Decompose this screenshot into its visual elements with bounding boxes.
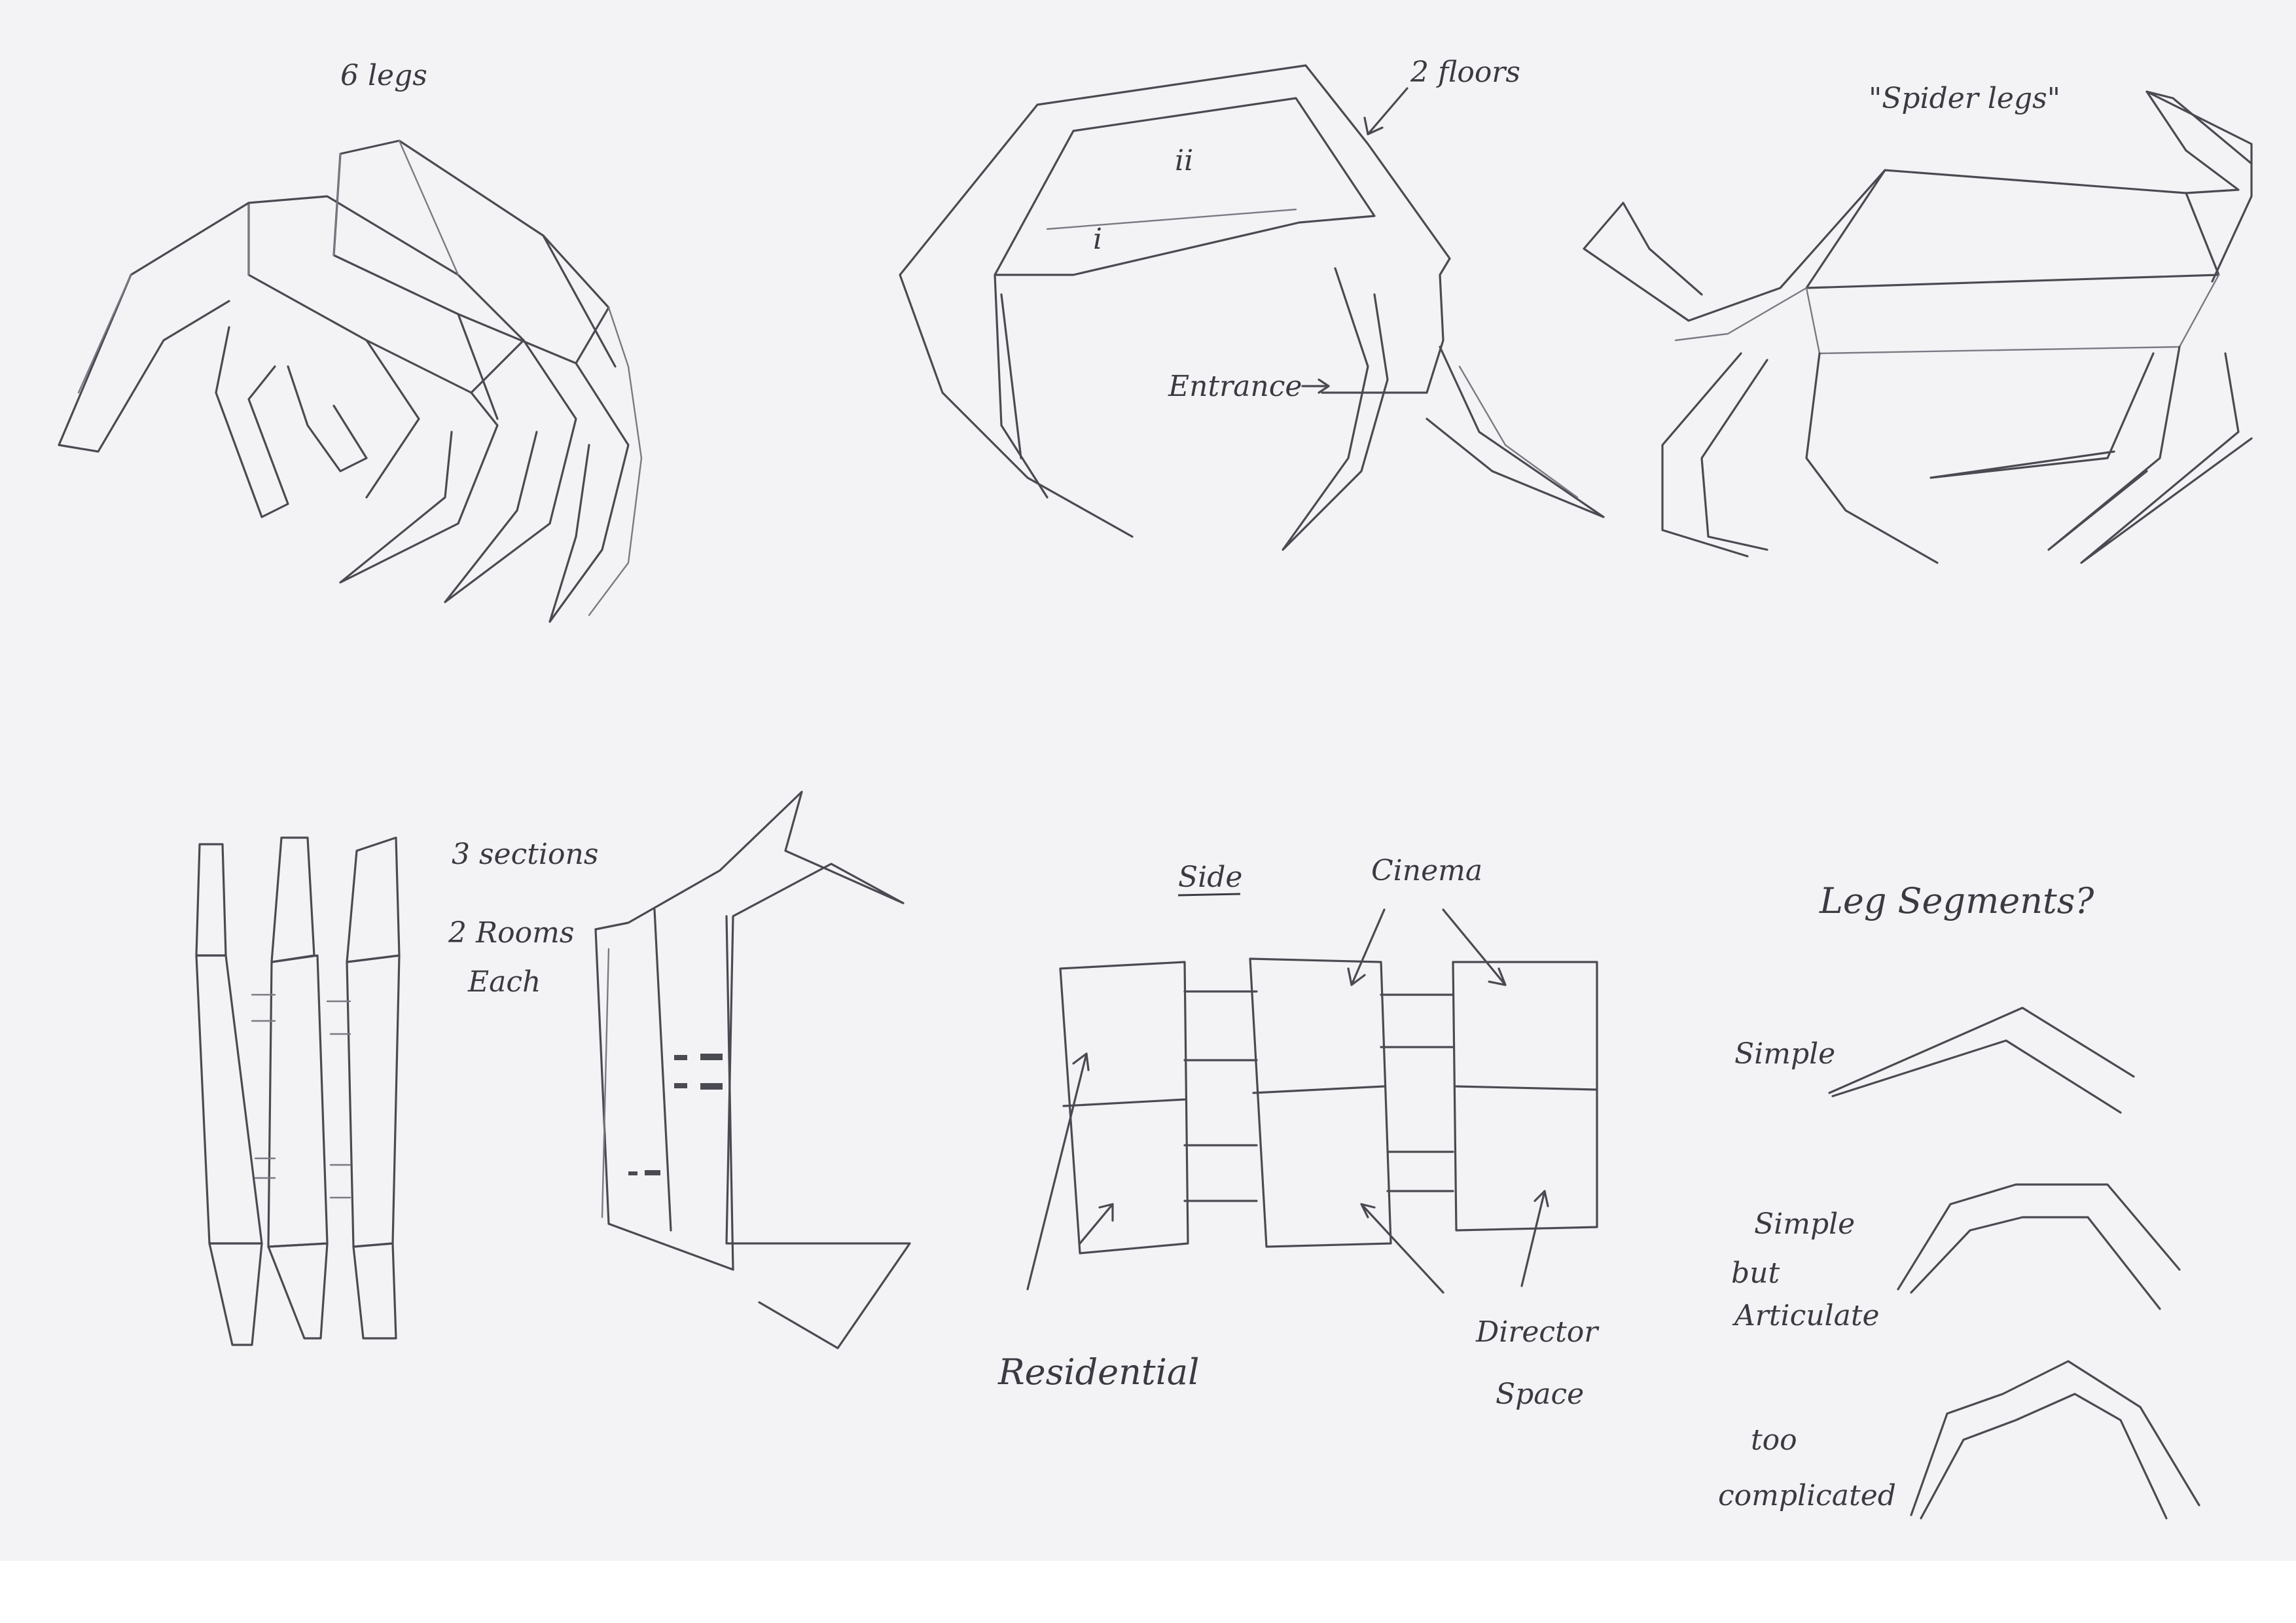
- label-two-rooms: 2 Rooms: [448, 916, 574, 950]
- label-spider-legs: "Spider legs": [1869, 82, 2060, 115]
- six-legs-sketch: 6 legs: [59, 59, 641, 622]
- label-two-floors: 2 floors: [1410, 56, 1520, 89]
- label-floor-one: i: [1093, 223, 1102, 256]
- spider-legs-sketch: "Spider legs": [1584, 82, 2251, 563]
- label-simple: Simple: [1734, 1037, 1835, 1071]
- label-too: too: [1751, 1423, 1797, 1457]
- label-but: but: [1731, 1257, 1780, 1290]
- label-cinema: Cinema: [1371, 854, 1482, 887]
- label-each: Each: [467, 965, 541, 999]
- label-side: Side: [1178, 861, 1242, 894]
- scan-edge: [0, 1561, 2296, 1623]
- side-elevation-sketch: [596, 792, 910, 1348]
- leg-segments-sketch: Leg Segments? Simple Simple but Articula…: [1718, 880, 2199, 1518]
- label-floor-two: ii: [1175, 144, 1193, 177]
- label-entrance: Entrance: [1168, 370, 1302, 403]
- side-section-sketch: Side Cinema Residential Director Space: [997, 854, 1600, 1411]
- label-space: Space: [1496, 1378, 1584, 1411]
- label-complicated: complicated: [1718, 1479, 1896, 1512]
- label-six-legs: 6 legs: [340, 59, 427, 92]
- label-leg-segments: Leg Segments?: [1819, 880, 2094, 921]
- label-three-sections: 3 sections: [452, 838, 598, 871]
- two-floors-sketch: 2 floors ii i Entrance: [900, 56, 1604, 550]
- label-director: Director: [1475, 1315, 1600, 1349]
- label-articulate: Articulate: [1732, 1299, 1880, 1332]
- three-sections-sketch: 3 sections 2 Rooms Each: [196, 838, 598, 1345]
- label-residential: Residential: [997, 1351, 1199, 1393]
- label-simple-but: Simple: [1754, 1207, 1855, 1241]
